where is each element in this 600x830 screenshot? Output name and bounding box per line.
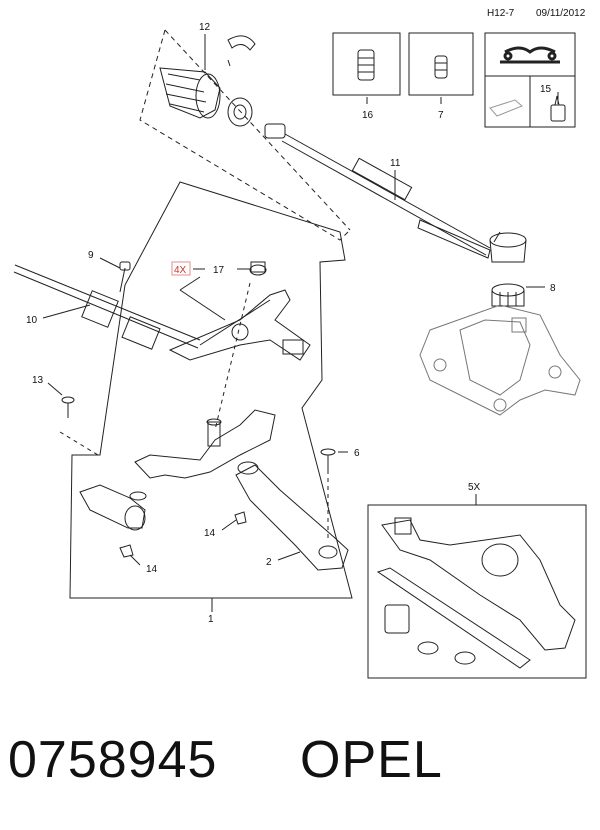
- callout-1[interactable]: 1: [208, 614, 214, 625]
- inset-manual[interactable]: [484, 32, 576, 128]
- callout-12[interactable]: 12: [199, 22, 211, 33]
- manual-wrench-icon: [500, 46, 560, 64]
- diagram-ref: H12-7: [487, 8, 515, 19]
- clip-upper[interactable]: [234, 511, 247, 525]
- callout-17[interactable]: 17: [213, 265, 225, 276]
- diagram-date: 09/11/2012: [536, 8, 586, 19]
- callout-16[interactable]: 16: [362, 110, 374, 121]
- selector-rod[interactable]: [13, 264, 201, 350]
- callout-11[interactable]: 11: [390, 158, 401, 169]
- exploded-diagram: 12 16 7 15 11 8 9 10 13 4X 17 6 14 14 2 …: [13, 22, 587, 679]
- clip-lower[interactable]: [119, 544, 134, 558]
- callout-5x[interactable]: 5X: [468, 482, 481, 493]
- callout-7[interactable]: 7: [438, 110, 444, 121]
- inset-part-7[interactable]: [408, 32, 474, 96]
- inset-5x[interactable]: [367, 504, 587, 679]
- callout-10[interactable]: 10: [26, 315, 38, 326]
- bushing-icon: [434, 55, 448, 79]
- retaining-pin[interactable]: [119, 261, 131, 293]
- assembly-outline: [69, 181, 353, 599]
- inset-part-16[interactable]: [332, 32, 401, 96]
- gear-lever-boot[interactable]: [159, 35, 286, 139]
- screw[interactable]: [320, 448, 336, 540]
- callout-2[interactable]: 2: [266, 557, 272, 568]
- callout-6[interactable]: 6: [354, 448, 360, 459]
- shifter-housing[interactable]: [419, 304, 581, 416]
- mounting-bolt[interactable]: [59, 396, 99, 456]
- grease-tube-icon: [489, 99, 523, 117]
- callout-4x[interactable]: 4X: [174, 265, 187, 276]
- callout-15[interactable]: 15: [540, 84, 552, 95]
- shift-rod[interactable]: [281, 133, 501, 259]
- selector-cup[interactable]: [489, 232, 527, 307]
- callout-8[interactable]: 8: [550, 283, 556, 294]
- callout-14-upper[interactable]: 14: [204, 528, 216, 539]
- support-arm[interactable]: [235, 461, 349, 571]
- brand-name: OPEL: [300, 731, 443, 789]
- qty-highlight-box: [171, 261, 191, 276]
- callout-14-lower[interactable]: 14: [146, 564, 158, 575]
- callout-9[interactable]: 9: [88, 250, 94, 261]
- left-mount[interactable]: [79, 484, 147, 531]
- shift-lever-assembly[interactable]: [168, 276, 311, 361]
- grommet-icon: [357, 49, 375, 81]
- lock-nut[interactable]: [214, 261, 267, 431]
- mounting-bracket[interactable]: [134, 409, 276, 479]
- part-number: 0758945: [8, 731, 218, 789]
- callout-13[interactable]: 13: [32, 375, 44, 386]
